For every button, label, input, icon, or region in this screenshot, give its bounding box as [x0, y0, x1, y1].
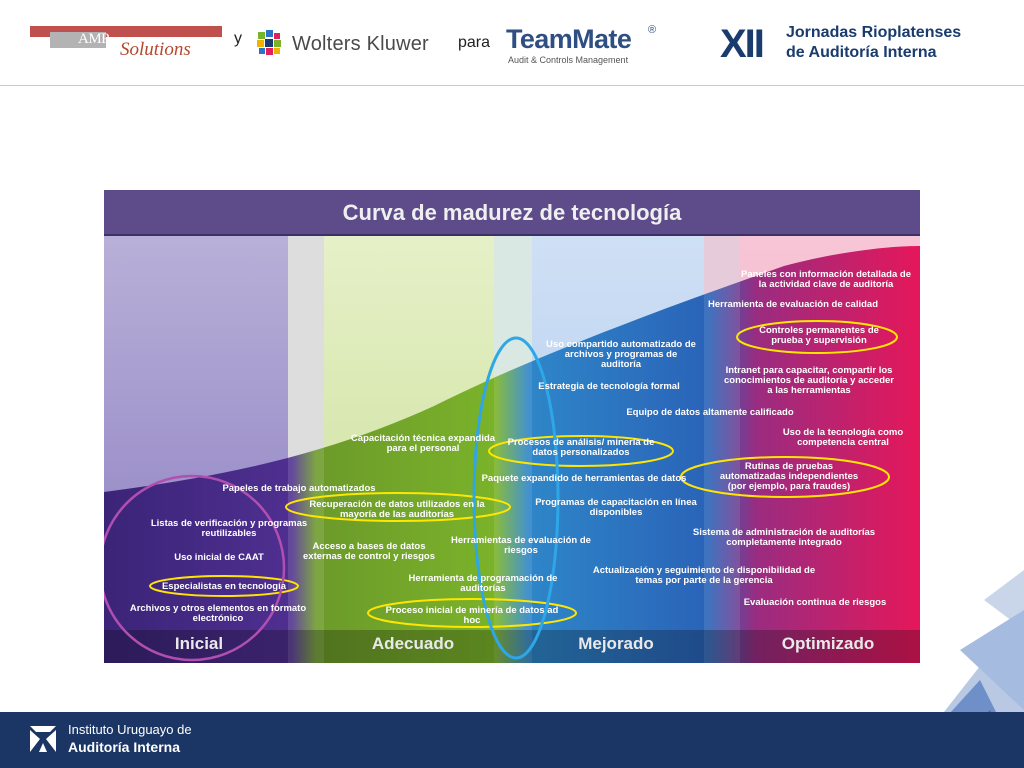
- slide-footer: Instituto Uruguayo de Auditoría Interna: [0, 712, 1024, 768]
- label-uso-inicial-caat: Uso inicial de CAAT: [174, 552, 264, 563]
- teammate-registered-mark: ®: [648, 24, 657, 36]
- label-uso-tecnologia-competencia: Uso de la tecnología como competencia ce…: [782, 427, 904, 448]
- label-intranet-capacitar: Intranet para capacitar, compartir los c…: [724, 365, 894, 396]
- footer-institute-line1: Instituto Uruguayo de: [68, 722, 192, 737]
- wolters-kluwer-globe-icon: [255, 29, 283, 57]
- label-programas-capacitacion: Programas de capacitación en línea dispo…: [535, 497, 697, 518]
- label-sistema-administracion: Sistema de administración de auditorías …: [692, 527, 876, 548]
- stage-label-optimizado: Optimizado: [781, 634, 875, 653]
- teammate-logo: TeamMate ® Audit & Controls Management: [506, 24, 666, 68]
- amp-logo-red-bar: [30, 26, 222, 37]
- label-rutinas-pruebas: Rutinas de pruebas automatizadas indepen…: [719, 461, 859, 492]
- teammate-name: TeamMate: [506, 24, 632, 54]
- label-estrategia-tecnologia-formal: Estrategia de tecnología formal: [538, 381, 680, 392]
- chart-background: [104, 236, 920, 663]
- teammate-subtitle: Audit & Controls Management: [508, 55, 629, 65]
- amp-logo-grey-block: [50, 32, 106, 48]
- chart-body: Papeles de trabajo automatizados Listas …: [104, 236, 920, 663]
- stage-label-adecuado: Adecuado: [371, 634, 455, 653]
- label-actualizacion-seguimiento: Actualización y seguimiento de disponibi…: [592, 565, 816, 586]
- label-listas-de-verificacion: Listas de verificación y programas reuti…: [150, 518, 308, 539]
- jornadas-roman-numeral: XII: [720, 22, 765, 66]
- label-herramientas-evaluacion-riesgos: Herramientas de evaluación de riesgos: [451, 535, 591, 556]
- amp-solutions-text: Solutions: [120, 39, 191, 60]
- footer-institute-line2: Auditoría Interna: [68, 739, 181, 755]
- stage-label-inicial: Inicial: [174, 634, 224, 653]
- connector-para: para: [458, 34, 491, 51]
- chart-title-bar: Curva de madurez de tecnología: [104, 190, 920, 236]
- label-proceso-inicial-mineria: Proceso inicial de minería de datos ad h…: [385, 605, 559, 626]
- label-recuperacion-de-datos: Recuperación de datos utilizados en la m…: [309, 499, 485, 520]
- label-procesos-analisis-mineria: Procesos de análisis/ minería de datos p…: [507, 437, 655, 458]
- label-capacitacion-tecnica: Capacitación técnica expandida para el p…: [350, 433, 496, 454]
- maturity-curve-chart: Curva de madurez de tecnología: [104, 190, 920, 663]
- label-herramienta-programacion: Herramienta de programación de auditoría…: [408, 573, 558, 594]
- label-evaluacion-continua: Evaluación continua de riesgos: [743, 597, 887, 608]
- amp-logo-text: AMP: [78, 31, 110, 47]
- label-archivos-formato-electronico: Archivos y otros elementos en formato el…: [129, 603, 307, 624]
- label-papeles-de-trabajo: Papeles de trabajo automatizados: [222, 483, 376, 494]
- label-especialistas-tecnologia: Especialistas en tecnología: [161, 581, 287, 592]
- iuai-logo-icon: [30, 726, 56, 752]
- jornadas-title-line2: de Auditoría Interna: [786, 44, 937, 61]
- jornadas-logo: XII Jornadas Rioplatenses de Auditoría I…: [720, 22, 1000, 68]
- label-uso-compartido-automatizado: Uso compartido automatizado de archivos …: [546, 339, 696, 370]
- label-acceso-bases-de-datos: Acceso a bases de datos externas de cont…: [303, 541, 435, 562]
- connector-y: y: [234, 30, 242, 47]
- stage-label-mejorado: Mejorado: [578, 634, 654, 653]
- jornadas-title-line1: Jornadas Rioplatenses: [786, 24, 962, 41]
- label-herramienta-evaluacion-calidad: Herramienta de evaluación de calidad: [707, 299, 878, 310]
- wolters-kluwer-text: Wolters Kluwer: [292, 33, 429, 55]
- slide-header: AMP Solutions y Wolters Kluwer para Team…: [0, 0, 1024, 86]
- label-paquete-expandido: Paquete expandido de herramientas de dat…: [481, 473, 687, 484]
- chart-title: Curva de madurez de tecnología: [342, 200, 682, 225]
- wolters-kluwer-logo: Wolters Kluwer: [254, 28, 454, 62]
- label-paneles-informacion: Paneles con información detallada de la …: [741, 269, 911, 290]
- label-controles-permanentes: Controles permanentes de prueba y superv…: [759, 325, 879, 346]
- amp-solutions-logo: AMP Solutions: [30, 26, 222, 62]
- label-equipo-datos-calificado: Equipo de datos altamente calificado: [626, 407, 794, 418]
